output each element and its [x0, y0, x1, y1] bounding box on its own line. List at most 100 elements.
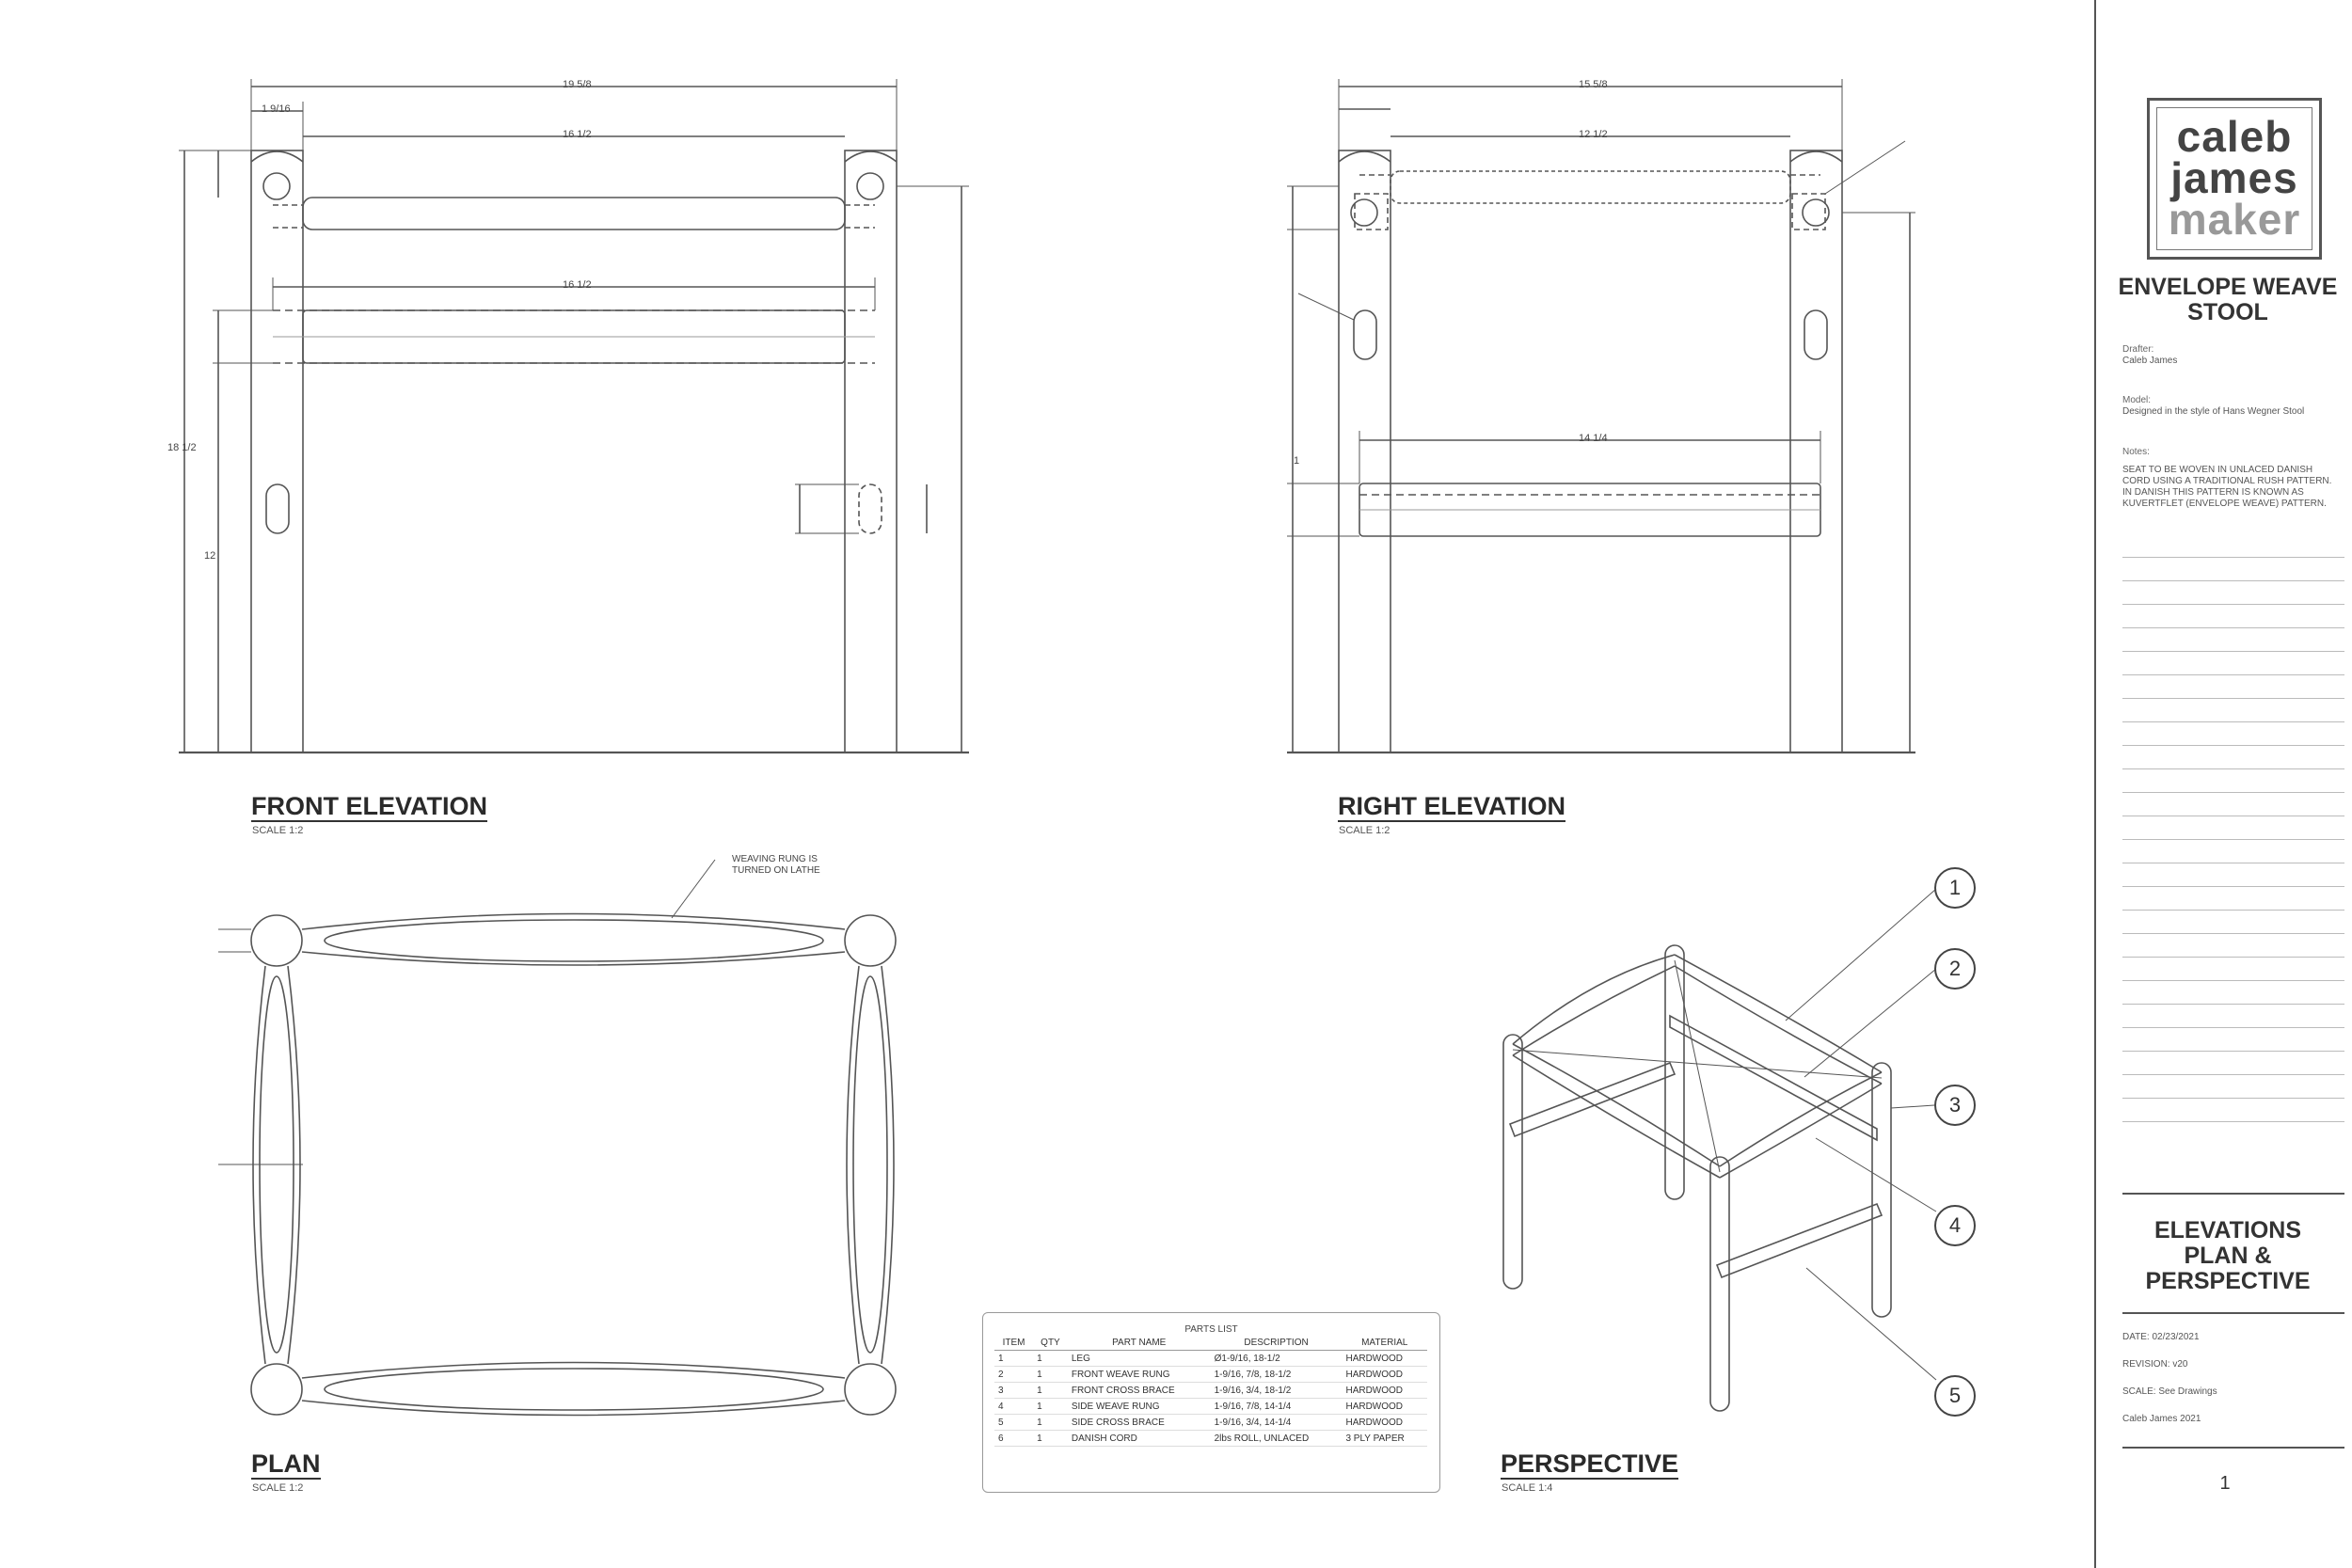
- drafter-label: Drafter:: [2122, 344, 2154, 355]
- notes-label: Notes:: [2122, 447, 2150, 457]
- note-line: [2122, 627, 2344, 628]
- table-row: 1 1 LEG Ø1-9/16, 18-1/2 HARDWOOD: [994, 1350, 1427, 1367]
- note-line: [2122, 1074, 2344, 1075]
- cell-material: HARDWOOD: [1342, 1414, 1427, 1431]
- table-row: 3 1 FRONT CROSS BRACE 1-9/16, 3/4, 18-1/…: [994, 1382, 1427, 1399]
- right-overall-width-dim: 15 5/8: [1579, 79, 1608, 90]
- title-block: caleb james maker ENVELOPE WEAVE STOOL D…: [2094, 0, 2352, 1568]
- note-line: [2122, 557, 2344, 558]
- maker-logo: caleb james maker: [2147, 98, 2322, 260]
- parts-header-row: ITEM QTY PART NAME DESCRIPTION MATERIAL: [994, 1335, 1427, 1351]
- cell-description: 1-9/16, 7/8, 18-1/2: [1210, 1366, 1343, 1383]
- cell-item: 2: [994, 1366, 1034, 1383]
- date-field: DATE: 02/23/2021: [2122, 1332, 2200, 1342]
- perspective-scale: SCALE 1:4: [1502, 1482, 1553, 1494]
- table-row: 6 1 DANISH CORD 2lbs ROLL, UNLACED 3 PLY…: [994, 1430, 1427, 1447]
- project-title: ENVELOPE WEAVE STOOL: [2118, 274, 2338, 325]
- perspective-title: PERSPECTIVE: [1501, 1450, 1679, 1481]
- cell-description: 2lbs ROLL, UNLACED: [1210, 1430, 1343, 1447]
- sheet-title: ELEVATIONS PLAN & PERSPECTIVE: [2145, 1217, 2311, 1294]
- right-elevation-scale: SCALE 1:2: [1339, 825, 1391, 836]
- cell-qty: 1: [1033, 1398, 1068, 1415]
- model-text: Designed in the style of Hans Wegner Sto…: [2122, 406, 2305, 417]
- table-row: 4 1 SIDE WEAVE RUNG 1-9/16, 7/8, 14-1/4 …: [994, 1398, 1427, 1415]
- header-qty: QTY: [1033, 1335, 1068, 1351]
- header-material: MATERIAL: [1342, 1335, 1427, 1351]
- note-line: [2122, 1121, 2344, 1122]
- note-line: [2122, 768, 2344, 769]
- cell-part-name: DANISH CORD: [1067, 1430, 1211, 1447]
- front-height-dim: 18 1/2: [167, 442, 197, 453]
- note-line: [2122, 1098, 2344, 1099]
- note-line: [2122, 1027, 2344, 1028]
- cell-part-name: FRONT CROSS BRACE: [1067, 1382, 1211, 1399]
- right-elevation-title: RIGHT ELEVATION: [1338, 793, 1565, 823]
- drafter-name: Caleb James: [2122, 356, 2178, 366]
- front-elevation-title: FRONT ELEVATION: [251, 793, 487, 823]
- balloon-5: 5: [1934, 1375, 1976, 1417]
- front-lower-dim: 12: [204, 550, 216, 562]
- balloon-4: 4: [1934, 1205, 1976, 1246]
- cell-item: 1: [994, 1350, 1034, 1367]
- note-line: [2122, 651, 2344, 652]
- logo-word-james: james: [2170, 153, 2298, 202]
- note-line: [2122, 721, 2344, 722]
- note-line: [2122, 839, 2344, 840]
- model-label: Model:: [2122, 395, 2152, 405]
- notes-text: SEAT TO BE WOVEN IN UNLACED DANISH CORD …: [2122, 465, 2332, 509]
- cell-item: 3: [994, 1382, 1034, 1399]
- front-brace-span-dim: 16 1/2: [563, 279, 592, 291]
- cell-qty: 1: [1033, 1382, 1068, 1399]
- header-item: ITEM: [994, 1335, 1034, 1351]
- cell-part-name: LEG: [1067, 1350, 1211, 1367]
- cell-part-name: FRONT WEAVE RUNG: [1067, 1366, 1211, 1383]
- note-line: [2122, 886, 2344, 887]
- right-brace-span-dim: 14 1/4: [1579, 433, 1608, 444]
- table-row: 2 1 FRONT WEAVE RUNG 1-9/16, 7/8, 18-1/2…: [994, 1366, 1427, 1383]
- plan-scale: SCALE 1:2: [252, 1482, 304, 1494]
- sheet-number: 1: [2219, 1473, 2231, 1494]
- cell-material: HARDWOOD: [1342, 1350, 1427, 1367]
- plan-title: PLAN: [251, 1450, 321, 1481]
- cell-description: 1-9/16, 7/8, 14-1/4: [1210, 1398, 1343, 1415]
- balloon-3: 3: [1934, 1085, 1976, 1126]
- cell-qty: 1: [1033, 1414, 1068, 1431]
- cell-part-name: SIDE CROSS BRACE: [1067, 1414, 1211, 1431]
- header-description: DESCRIPTION: [1210, 1335, 1343, 1351]
- logo-word-caleb: caleb: [2176, 112, 2293, 161]
- cell-material: HARDWOOD: [1342, 1366, 1427, 1383]
- logo-word-maker: maker: [2168, 195, 2301, 244]
- parts-list-table: PARTS LIST ITEM QTY PART NAME DESCRIPTIO…: [982, 1312, 1440, 1493]
- cell-item: 4: [994, 1398, 1034, 1415]
- table-row: 5 1 SIDE CROSS BRACE 1-9/16, 3/4, 14-1/4…: [994, 1414, 1427, 1431]
- title-rule: [2122, 1193, 2344, 1195]
- note-line: [2122, 698, 2344, 699]
- title-rule: [2122, 1312, 2344, 1314]
- front-leg-dia-dim: 1 9/16: [262, 103, 291, 115]
- logo-frame: caleb james maker: [2156, 107, 2312, 250]
- cell-item: 5: [994, 1414, 1034, 1431]
- right-elevation-drawing: [1287, 79, 1915, 754]
- plan-weaving-note: WEAVING RUNG IS TURNED ON LATHE: [732, 854, 820, 876]
- note-line: [2122, 792, 2344, 793]
- balloon-1: 1: [1934, 867, 1976, 909]
- plan-drawing: [218, 859, 897, 1417]
- note-line: [2122, 957, 2344, 958]
- drawing-sheet: [179, 79, 1937, 1417]
- perspective-drawing: [1502, 888, 1937, 1412]
- note-line: [2122, 933, 2344, 934]
- cell-part-name: SIDE WEAVE RUNG: [1067, 1398, 1211, 1415]
- right-small-dim: 1: [1294, 455, 1300, 467]
- parts-table: ITEM QTY PART NAME DESCRIPTION MATERIAL …: [994, 1335, 1427, 1447]
- cell-qty: 1: [1033, 1350, 1068, 1367]
- copyright-field: Caleb James 2021: [2122, 1414, 2201, 1424]
- note-line: [2122, 980, 2344, 981]
- front-rung-span-dim: 16 1/2: [563, 129, 592, 140]
- cell-description: Ø1-9/16, 18-1/2: [1210, 1350, 1343, 1367]
- cell-description: 1-9/16, 3/4, 18-1/2: [1210, 1382, 1343, 1399]
- front-elevation-drawing: [179, 79, 969, 754]
- cell-description: 1-9/16, 3/4, 14-1/4: [1210, 1414, 1343, 1431]
- cell-qty: 1: [1033, 1366, 1068, 1383]
- front-elevation-scale: SCALE 1:2: [252, 825, 304, 836]
- cell-material: 3 PLY PAPER: [1342, 1430, 1427, 1447]
